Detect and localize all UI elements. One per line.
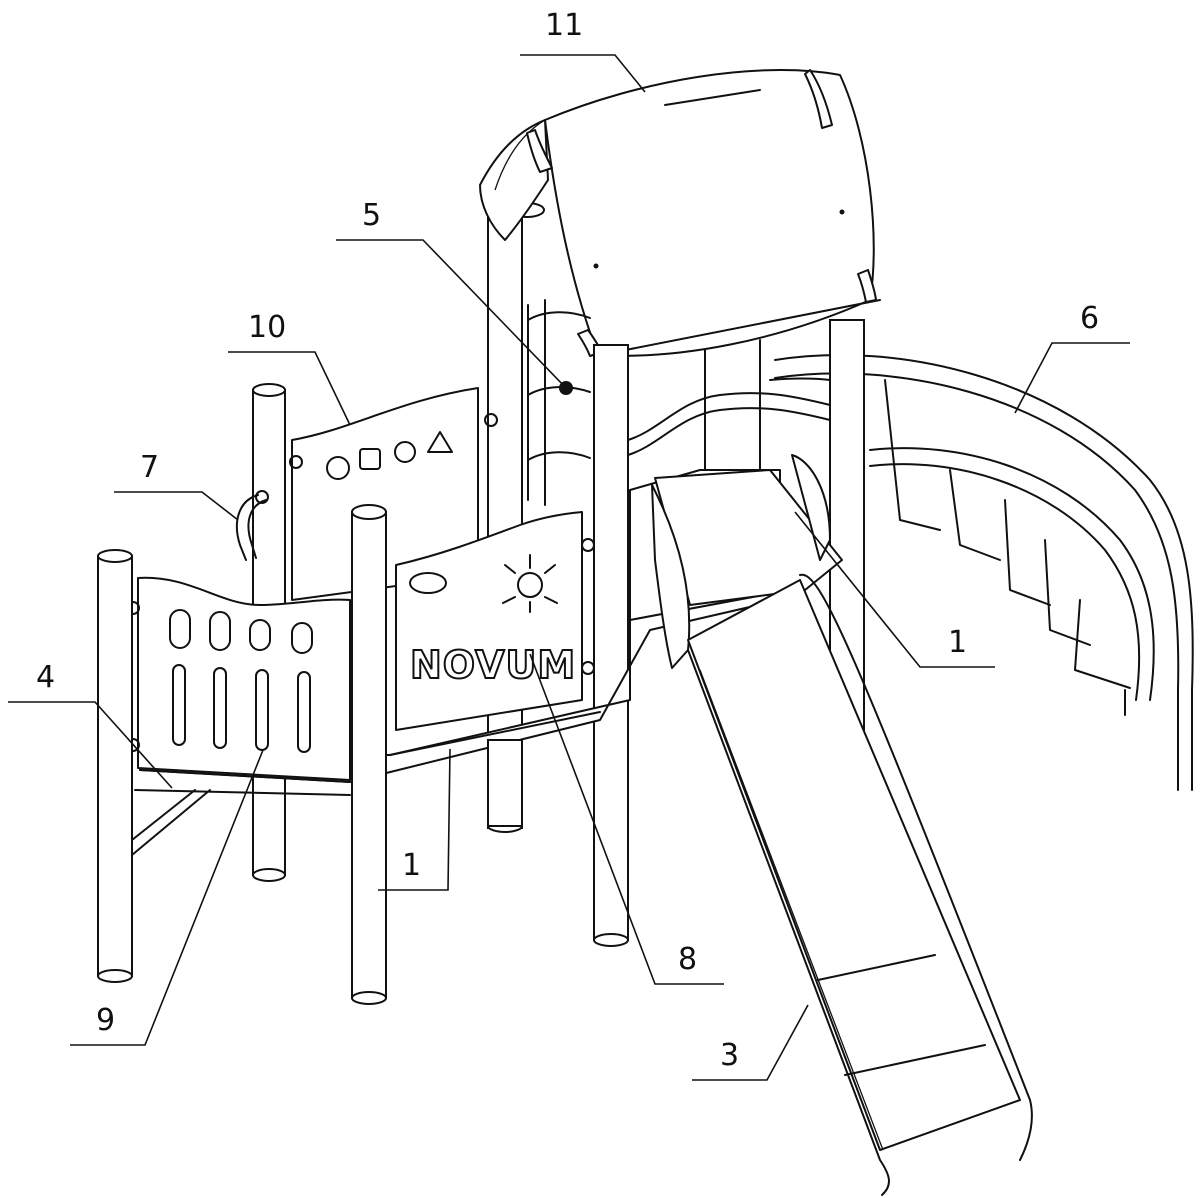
callout-3: 3 [720, 1038, 739, 1073]
tower-rails [527, 299, 591, 506]
tower-front-left-post [593, 344, 629, 941]
tower-front-posts [593, 339, 761, 947]
callout-1-right: 1 [948, 625, 967, 660]
slide [651, 454, 1033, 1196]
front-far-left-post [97, 555, 133, 977]
callout-5: 5 [362, 198, 381, 233]
callout-labels: 11 5 10 6 7 4 1 1 8 9 3 [36, 8, 1099, 1073]
callout-11: 11 [545, 8, 583, 43]
tower-handrail [627, 377, 831, 456]
callout-7: 7 [140, 450, 159, 485]
callout-4: 4 [36, 660, 55, 695]
front-left-panel [126, 576, 351, 781]
roof [479, 69, 881, 357]
front-posts [97, 504, 523, 1005]
leader-lines [8, 54, 1130, 1081]
brand-text: NOVUM [410, 643, 576, 687]
callout-8: 8 [678, 942, 697, 977]
front-center-post [351, 511, 387, 999]
callout-9: 9 [96, 1003, 115, 1038]
callout-6: 6 [1080, 301, 1099, 336]
brand-panel: NOVUM [395, 511, 595, 731]
curved-ladder [774, 354, 1194, 791]
callout-10: 10 [248, 310, 286, 345]
callout-1-center: 1 [402, 848, 421, 883]
shapes-panel [289, 387, 498, 601]
